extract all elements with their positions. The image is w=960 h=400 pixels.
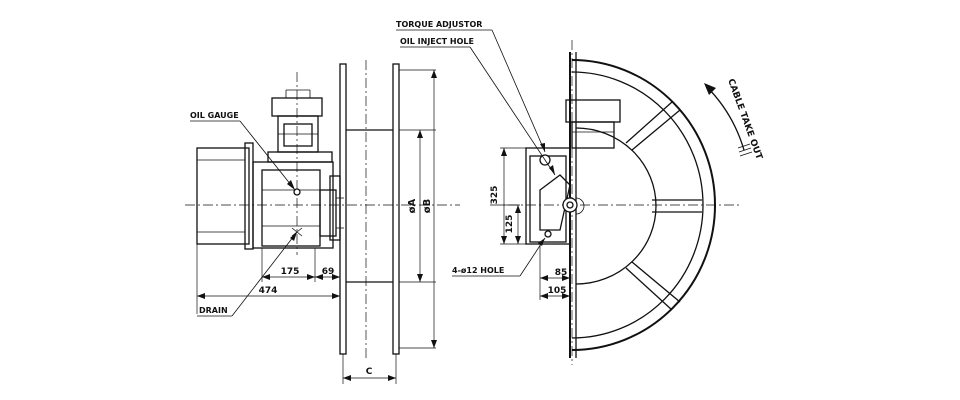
label-oil-inject-hole: OIL INJECT HOLE [400,37,474,46]
front-view: 325 125 85 105 4-ø12 HOLE TORQUE ADJUSTO… [396,20,764,365]
dim-phi-a: øA [407,198,418,213]
side-view: øA øB C 175 69 474 OIL GAUGE [185,60,460,384]
dim-85: 85 [555,268,568,278]
dim-105: 105 [548,286,567,296]
label-oil-gauge: OIL GAUGE [190,111,239,120]
dim-phi-b: øB [422,199,433,214]
label-holes: 4-ø12 HOLE [452,266,504,275]
dim-69: 69 [322,267,335,277]
label-torque-adjustor: TORQUE ADJUSTOR [396,20,482,29]
label-drain: DRAIN [199,306,228,315]
dim-125: 125 [505,215,515,234]
dim-c: C [366,367,373,377]
dim-325: 325 [490,186,500,205]
dim-474: 474 [259,286,278,296]
dim-175: 175 [281,267,300,277]
cable-arrow-feather-icon [737,143,753,157]
